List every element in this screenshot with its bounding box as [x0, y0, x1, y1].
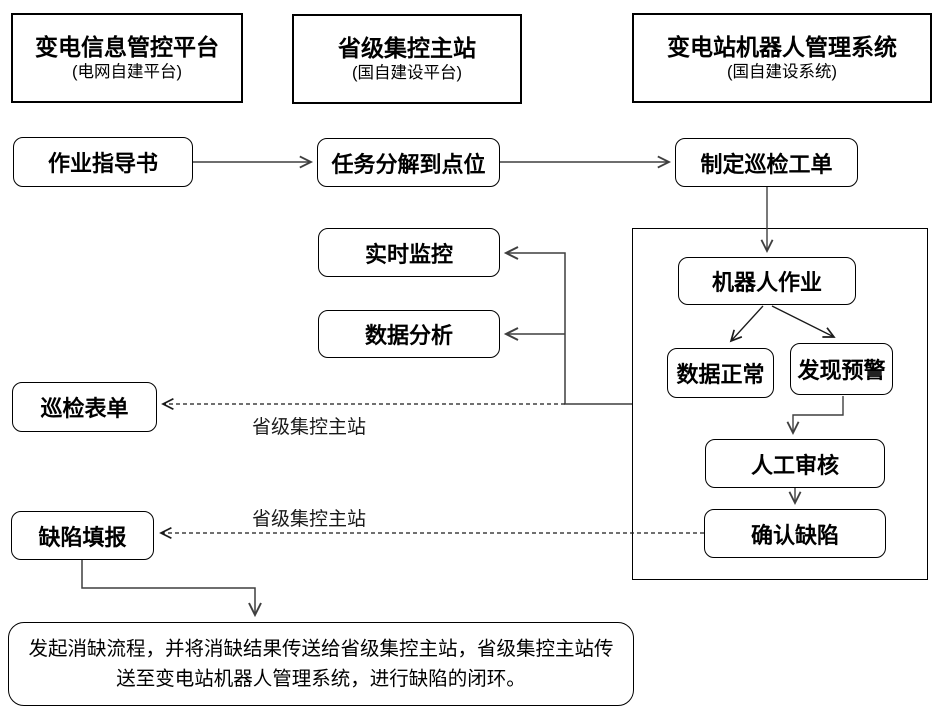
header-subtitle: (国自建设系统): [727, 62, 837, 81]
header-subtitle: (国自建设平台): [352, 63, 462, 82]
node-inspection-form: 巡检表单: [12, 382, 157, 432]
node-create-order: 制定巡检工单: [675, 138, 858, 187]
header-title: 省级集控主站: [338, 34, 476, 61]
node-realtime-monitor: 实时监控: [318, 228, 500, 277]
header-provincial-master-station: 省级集控主站 (国自建设平台): [292, 14, 522, 104]
node-data-normal: 数据正常: [667, 348, 774, 398]
node-defect-report: 缺陷填报: [11, 511, 154, 560]
header-substation-info-platform: 变电信息管控平台 (电网自建平台): [11, 13, 243, 103]
header-subtitle: (电网自建平台): [72, 62, 182, 81]
arrow-trunk-to-monitor: [503, 246, 632, 405]
arrow-defect-to-note: [81, 560, 262, 618]
closure-note-box: 发起消缺流程，并将消缺结果传送给省级集控主站，省级集控主站传送至变电站机器人管理…: [8, 622, 634, 706]
node-manual-review: 人工审核: [705, 439, 885, 488]
header-title: 变电信息管控平台: [35, 33, 219, 60]
label-provincial-station-lower: 省级集控主站: [252, 509, 367, 530]
robot-system-container-box: [632, 228, 928, 580]
arrow-robot-to-normal: [729, 305, 764, 343]
node-work-instruction: 作业指导书: [13, 137, 193, 187]
node-data-analysis: 数据分析: [318, 310, 500, 358]
label-provincial-station-upper: 省级集控主站: [252, 417, 367, 438]
header-robot-management-system: 变电站机器人管理系统 (国自建设系统): [632, 13, 932, 103]
node-confirm-defect: 确认缺陷: [704, 509, 886, 558]
arrow-robot-to-warning: [771, 305, 836, 338]
header-title: 变电站机器人管理系统: [667, 33, 897, 60]
arrow-warning-to-review: [786, 396, 844, 436]
node-warning-found: 发现预警: [790, 343, 893, 395]
node-task-decompose: 任务分解到点位: [317, 138, 500, 187]
node-robot-operation: 机器人作业: [678, 257, 856, 305]
